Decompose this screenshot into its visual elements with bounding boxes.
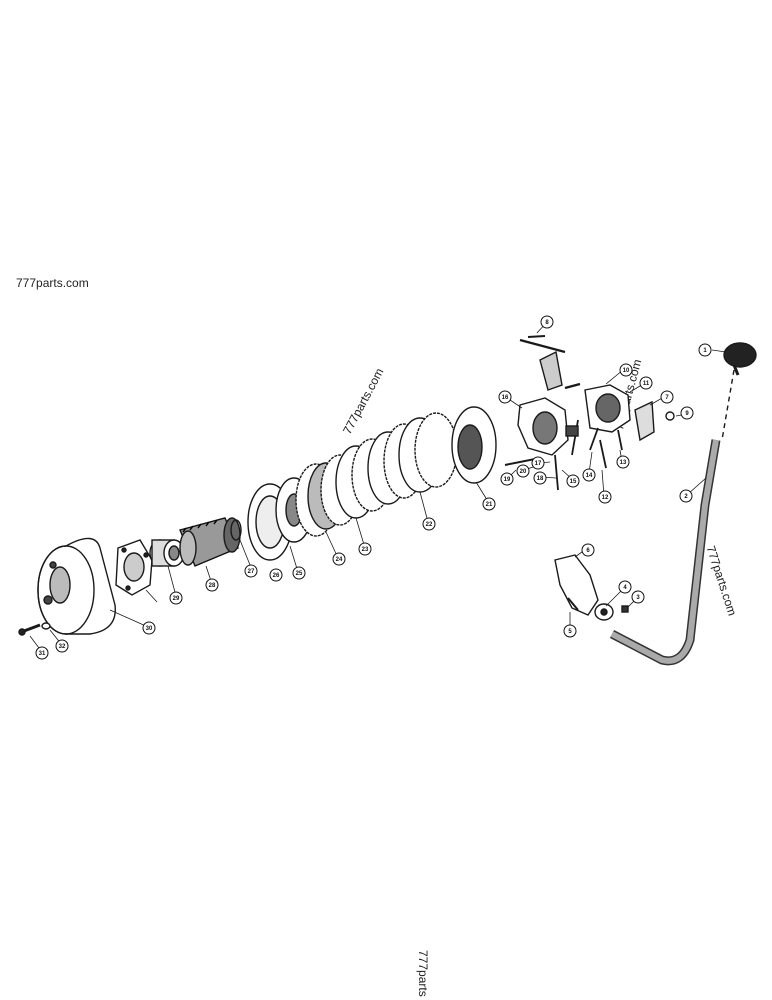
- callout-3: 3: [631, 590, 645, 604]
- callout-13: 13: [616, 455, 630, 469]
- svg-text:2: 2: [684, 494, 688, 500]
- svg-text:19: 19: [504, 477, 511, 483]
- shift-fork: [554, 554, 629, 621]
- actuator-housing: [517, 338, 655, 456]
- svg-text:30: 30: [146, 626, 153, 632]
- svg-text:22: 22: [426, 522, 433, 528]
- svg-text:21: 21: [486, 502, 493, 508]
- callout-26: 26: [269, 568, 283, 582]
- callout-22: 22: [422, 517, 436, 531]
- callout-15: 15: [566, 474, 580, 488]
- callout-28: 28: [205, 578, 219, 592]
- watermark: 777parts.com: [16, 276, 89, 290]
- svg-text:26: 26: [273, 573, 280, 579]
- svg-text:6: 6: [586, 548, 590, 554]
- svg-text:4: 4: [623, 585, 627, 591]
- callout-19: 19: [500, 472, 514, 486]
- callout-21: 21: [482, 497, 496, 511]
- callout-20: 20: [516, 464, 530, 478]
- svg-text:3: 3: [636, 595, 640, 601]
- hub-flange: [115, 539, 153, 596]
- svg-text:16: 16: [502, 395, 509, 401]
- callout-1: 1: [698, 343, 712, 357]
- svg-text:32: 32: [59, 644, 66, 650]
- svg-text:24: 24: [336, 557, 343, 563]
- svg-text:9: 9: [685, 411, 689, 417]
- callout-25: 25: [292, 566, 306, 580]
- svg-text:29: 29: [173, 596, 180, 602]
- svg-text:7: 7: [665, 395, 669, 401]
- callout-23: 23: [358, 542, 372, 556]
- svg-text:27: 27: [248, 569, 255, 575]
- callout-24: 24: [332, 552, 346, 566]
- svg-text:11: 11: [643, 381, 650, 387]
- svg-text:10: 10: [623, 368, 630, 374]
- svg-text:12: 12: [602, 495, 609, 501]
- callout-11: 11: [639, 376, 653, 390]
- svg-text:17: 17: [535, 461, 542, 467]
- snap-ring: [230, 519, 242, 541]
- callout-29: 29: [169, 591, 183, 605]
- svg-text:8: 8: [545, 320, 549, 326]
- linkage-pins: [504, 382, 623, 491]
- svg-text:18: 18: [537, 476, 544, 482]
- callout-17: 17: [531, 456, 545, 470]
- callout-2: 2: [679, 489, 693, 503]
- fasteners: [18, 335, 675, 636]
- svg-text:15: 15: [570, 479, 577, 485]
- callout-12: 12: [598, 490, 612, 504]
- clutch-disc-stack: [247, 406, 497, 561]
- splined-gear: [179, 517, 241, 567]
- svg-text:23: 23: [362, 547, 369, 553]
- callout-27: 27: [244, 564, 258, 578]
- svg-text:25: 25: [296, 571, 303, 577]
- svg-text:5: 5: [568, 629, 572, 635]
- svg-text:20: 20: [520, 469, 527, 475]
- bearing: [149, 539, 185, 567]
- svg-text:28: 28: [209, 583, 216, 589]
- svg-text:31: 31: [39, 651, 46, 657]
- callout-16: 16: [498, 390, 512, 404]
- callout-7: 7: [660, 390, 674, 404]
- callout-6: 6: [581, 543, 595, 557]
- callout-8: 8: [540, 315, 554, 329]
- svg-text:14: 14: [586, 473, 593, 479]
- svg-text:13: 13: [620, 460, 627, 466]
- callout-5: 5: [563, 624, 577, 638]
- callout-14: 14: [582, 468, 596, 482]
- callout-31: 31: [35, 646, 49, 660]
- brake-drum: [37, 537, 116, 635]
- callout-30: 30: [142, 621, 156, 635]
- callout-10: 10: [619, 363, 633, 377]
- shift-lever: [609, 342, 757, 666]
- callout-18: 18: [533, 471, 547, 485]
- callout-9: 9: [680, 406, 694, 420]
- callout-32: 32: [55, 639, 69, 653]
- svg-text:1: 1: [703, 348, 707, 354]
- callout-4: 4: [618, 580, 632, 594]
